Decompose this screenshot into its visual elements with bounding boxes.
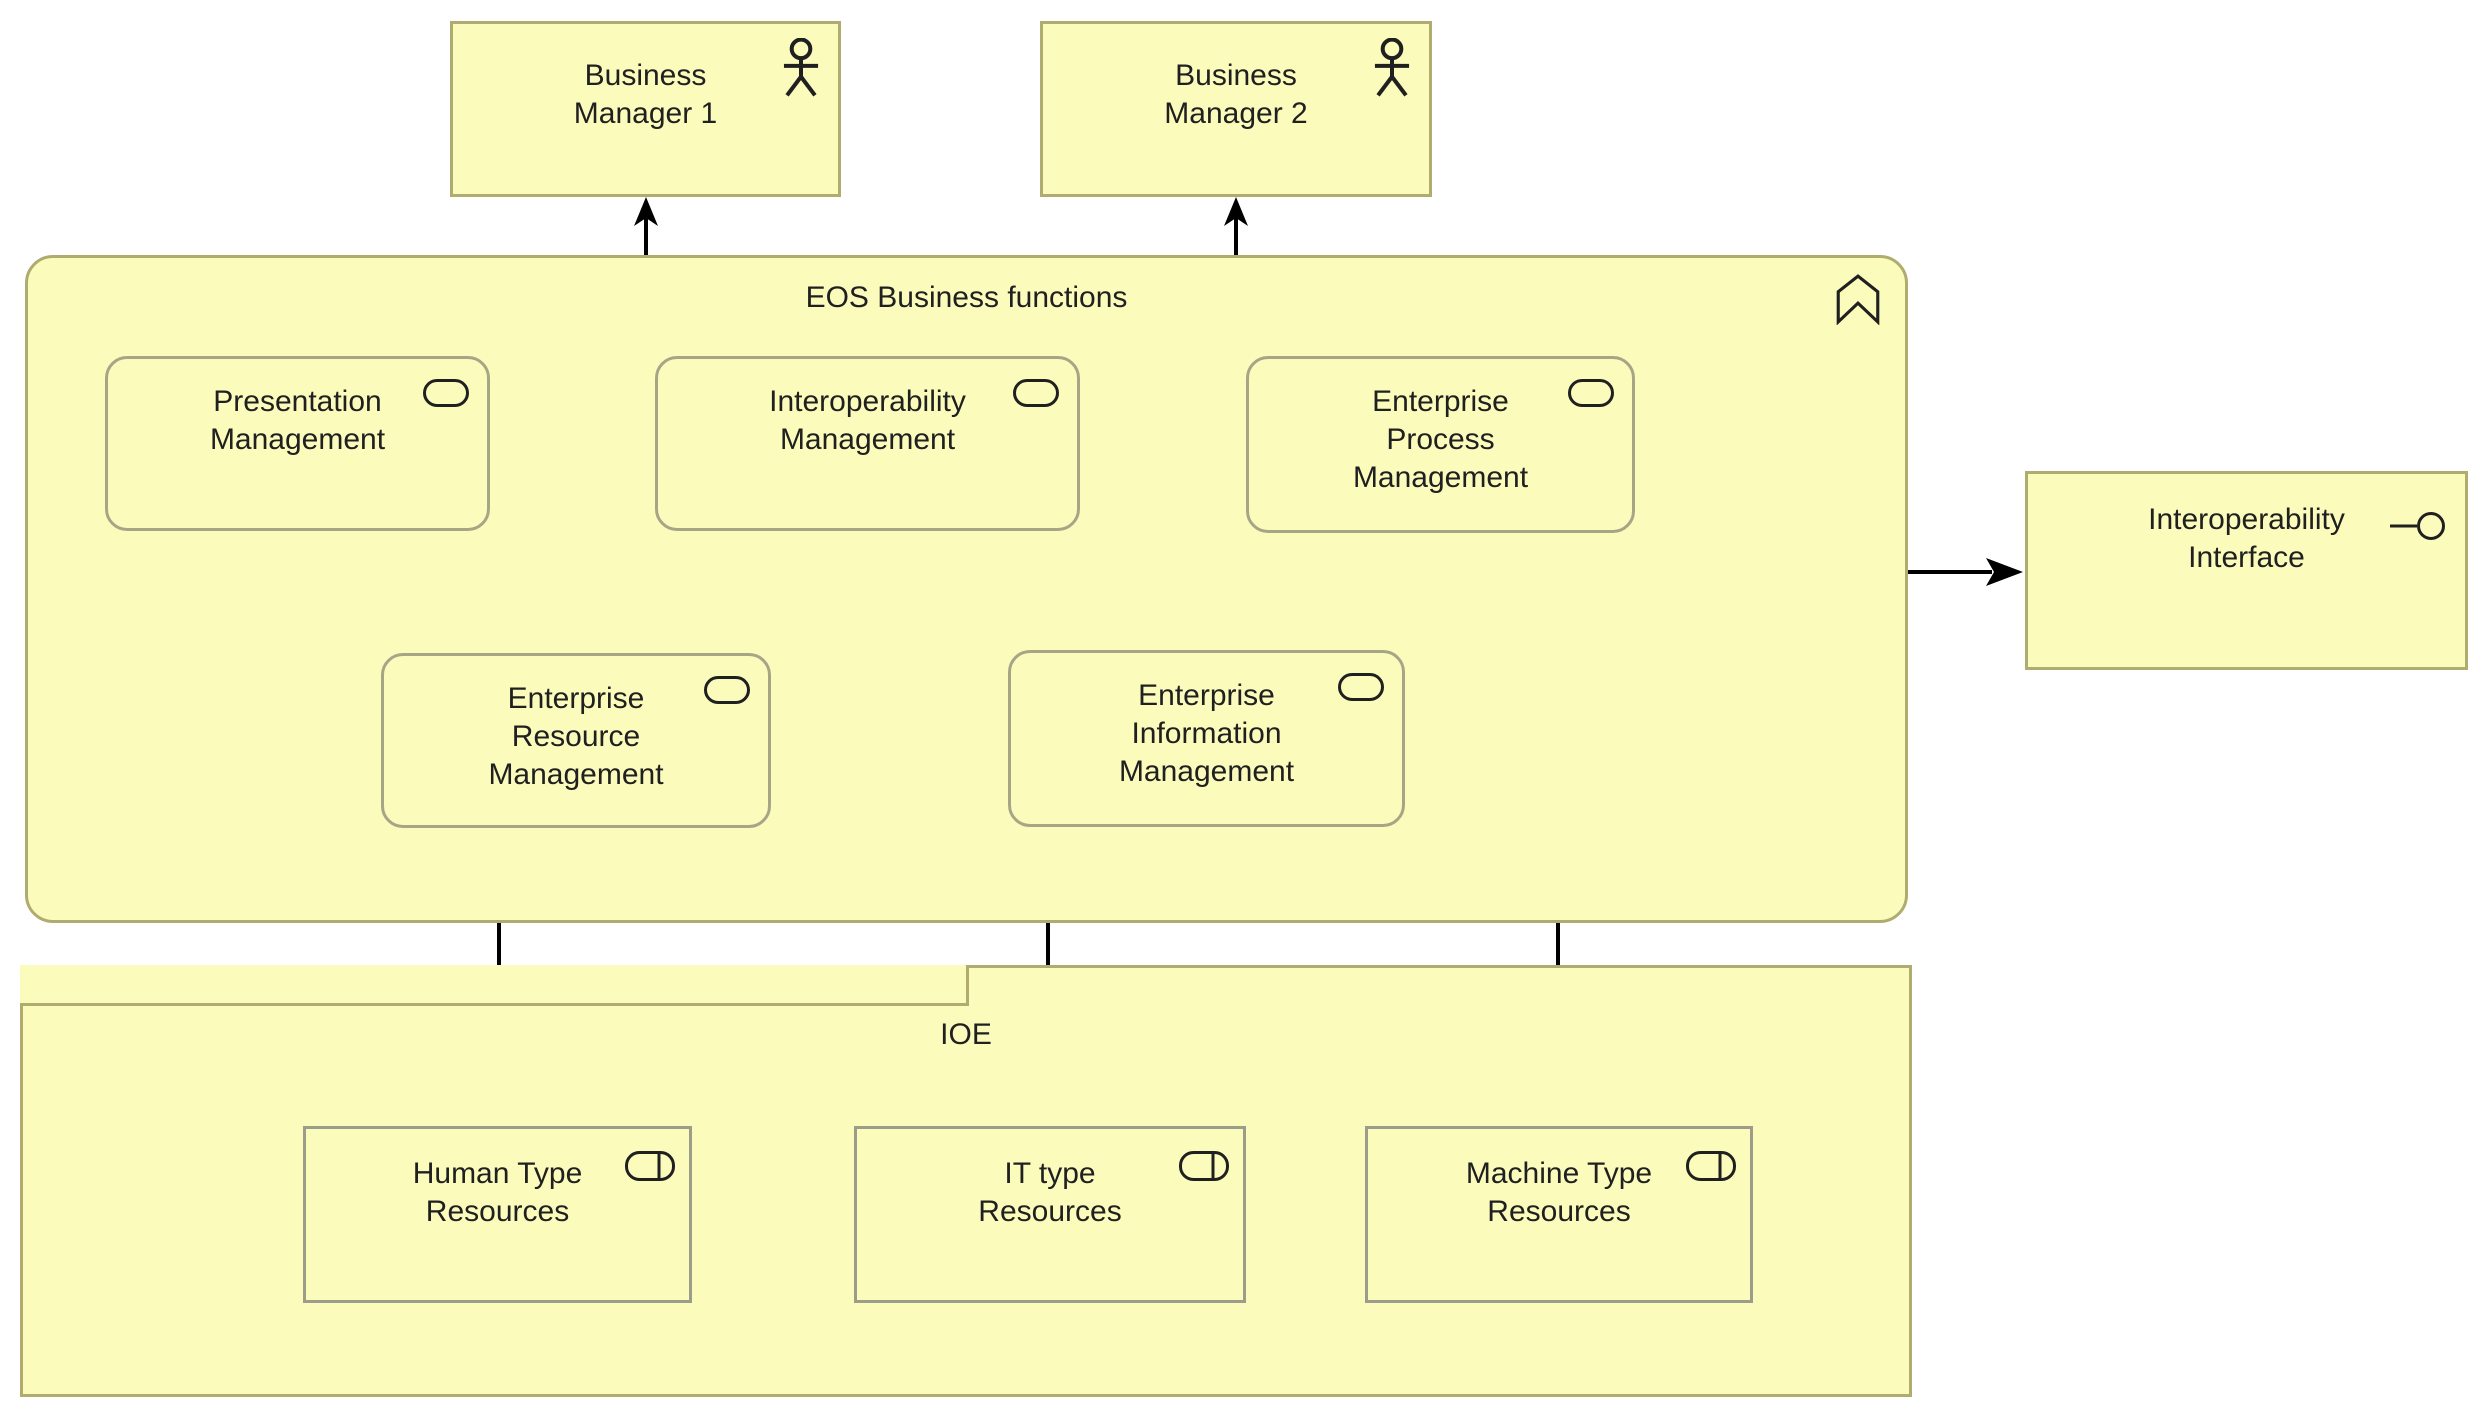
enterprise-information-management-label: Enterprise Information Management [1118, 679, 1295, 788]
service-pill-icon [423, 379, 469, 412]
business-manager-2-node[interactable]: Business Manager 2 [1040, 21, 1432, 197]
service-pill-icon [1568, 379, 1614, 412]
human-type-resources-label: Human Type Resources [412, 1157, 583, 1228]
machine-type-resources-node[interactable]: Machine Type Resources [1365, 1126, 1753, 1303]
interface-lollipop-icon [2389, 511, 2447, 546]
service-pill-icon [1013, 379, 1059, 412]
eos-business-functions-container[interactable]: EOS Business functions Presentation Mana… [25, 255, 1908, 923]
enterprise-process-management-node[interactable]: Enterprise Process Management [1246, 356, 1635, 533]
presentation-management-label: Presentation Management [209, 385, 386, 456]
interoperability-management-label: Interoperability Management [769, 385, 966, 456]
business-manager-2-label: Business Manager 2 [1164, 59, 1308, 130]
interoperability-interface-node[interactable]: Interoperability Interface [2025, 471, 2468, 670]
resource-icon [625, 1151, 675, 1186]
it-type-resources-label: IT type Resources [978, 1157, 1122, 1228]
ioe-group[interactable]: IOE Human Type Resources IT type Resourc… [20, 965, 1912, 1397]
enterprise-process-management-label: Enterprise Process Management [1352, 385, 1529, 494]
eos-title: EOS Business functions [805, 281, 1128, 314]
presentation-management-node[interactable]: Presentation Management [105, 356, 490, 531]
ioe-label: IOE [940, 1018, 992, 1051]
enterprise-information-management-node[interactable]: Enterprise Information Management [1008, 650, 1405, 827]
service-pill-icon [1338, 673, 1384, 706]
resource-icon [1686, 1151, 1736, 1186]
enterprise-resource-management-label: Enterprise Resource Management [488, 682, 664, 791]
service-pill-icon [704, 676, 750, 709]
ioe-group-tab [20, 965, 969, 1006]
function-chevron-icon [1835, 273, 1881, 330]
interoperability-management-node[interactable]: Interoperability Management [655, 356, 1080, 531]
human-type-resources-node[interactable]: Human Type Resources [303, 1126, 692, 1303]
resource-icon [1179, 1151, 1229, 1186]
actor-icon [782, 37, 820, 105]
interoperability-interface-label: Interoperability Interface [2148, 503, 2345, 574]
enterprise-resource-management-node[interactable]: Enterprise Resource Management [381, 653, 771, 828]
it-type-resources-node[interactable]: IT type Resources [854, 1126, 1246, 1303]
machine-type-resources-label: Machine Type Resources [1465, 1157, 1653, 1228]
business-manager-1-label: Business Manager 1 [573, 59, 718, 130]
actor-icon [1373, 37, 1411, 105]
business-manager-1-node[interactable]: Business Manager 1 [450, 21, 841, 197]
